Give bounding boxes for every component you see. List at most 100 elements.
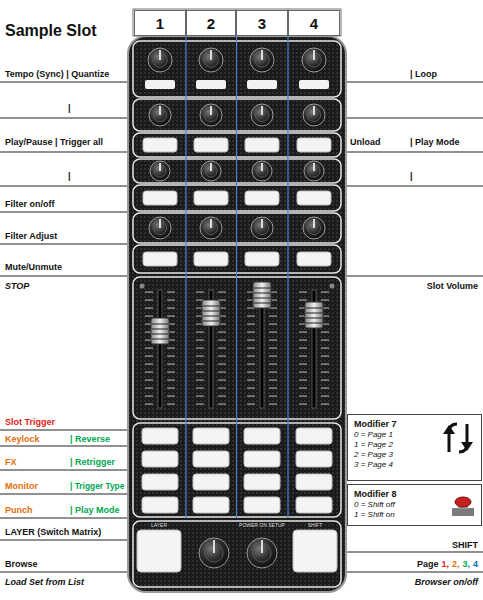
- rotary-knob: [148, 48, 172, 72]
- push-button: [296, 474, 332, 490]
- fader-grip: [254, 298, 270, 299]
- fader-slot: [158, 290, 162, 408]
- fader-grip: [254, 303, 270, 304]
- control-label: Play/Pause | Trigger all: [5, 137, 103, 148]
- rotary-knob: [199, 538, 229, 568]
- fader-tick: [299, 380, 307, 381]
- knob-indicator: [210, 50, 212, 60]
- rotary-knob: [247, 538, 277, 568]
- fader-tick: [196, 340, 204, 341]
- leader-line: [346, 152, 483, 153]
- control-label: Unload: [350, 137, 381, 148]
- push-button: [244, 474, 280, 490]
- fader-grip: [152, 324, 168, 325]
- fader-tick: [167, 388, 175, 389]
- leader-line: [0, 446, 128, 447]
- push-button: [142, 497, 178, 513]
- knob-indicator: [210, 219, 212, 228]
- arrow-head: [443, 425, 455, 434]
- fader-tick: [299, 388, 307, 389]
- fader-tick: [167, 356, 175, 357]
- fader-tick: [321, 396, 329, 397]
- fader-tick: [247, 356, 255, 357]
- fader-tick: [269, 332, 277, 333]
- column-number-box: 1: [134, 10, 186, 36]
- fader-tick: [269, 396, 277, 397]
- modifier-heading: Modifier 8: [354, 488, 475, 500]
- column-number-box: 4: [288, 10, 340, 36]
- push-button: [296, 428, 332, 444]
- control-label: Filter on/off: [5, 199, 55, 210]
- fader-tick: [218, 348, 226, 349]
- knob-indicator: [210, 163, 212, 171]
- fader-grip: [203, 316, 219, 317]
- fader-tick: [247, 332, 255, 333]
- control-label: SHIFT: [452, 540, 478, 551]
- label-strip: [145, 80, 175, 89]
- page-label: Page: [417, 559, 439, 570]
- modifier-heading: Modifier 7: [354, 418, 475, 430]
- fader-tick: [145, 380, 153, 381]
- fader-tick: [269, 324, 277, 325]
- control-label: | Play Mode: [410, 137, 460, 148]
- knob-body: [201, 161, 221, 181]
- knob-body: [149, 217, 171, 239]
- fader-tick: [269, 404, 277, 405]
- push-button: [142, 474, 178, 490]
- fader-tick: [321, 364, 329, 365]
- fader-grip: [254, 293, 270, 294]
- knob-indicator: [313, 219, 315, 228]
- modifier-value: 2 = Page 3: [354, 450, 475, 460]
- fader-cap: [151, 318, 169, 344]
- fader-tick: [196, 332, 204, 333]
- knob-indicator: [159, 219, 161, 228]
- fader-tick: [145, 404, 153, 405]
- fader-tick: [196, 396, 204, 397]
- fader-tick: [247, 380, 255, 381]
- rotary-knob: [303, 217, 325, 239]
- control-label: Slot Volume: [427, 281, 478, 292]
- leader-line: [346, 82, 483, 83]
- fader-tick: [218, 340, 226, 341]
- push-button: [193, 451, 229, 467]
- push-button: [297, 191, 331, 205]
- knob-indicator: [159, 163, 161, 171]
- knob-body: [251, 104, 273, 126]
- control-label: Load Set from List: [5, 577, 84, 588]
- leader-line: [0, 540, 128, 541]
- rotary-knob: [303, 104, 325, 126]
- modifier-value: 0 = Page 1: [354, 430, 475, 440]
- fader-tick: [218, 380, 226, 381]
- fader-tick: [247, 388, 255, 389]
- leader-line: [0, 518, 128, 519]
- knob-indicator: [261, 106, 263, 115]
- fader-tick: [145, 308, 153, 309]
- push-button: [244, 428, 280, 444]
- rotary-knob: [201, 161, 221, 181]
- fader-grip: [152, 334, 168, 335]
- knob-indicator: [261, 219, 263, 228]
- fader-tick: [218, 292, 226, 293]
- fader-tick: [269, 372, 277, 373]
- button-base: [452, 508, 474, 516]
- push-button: [194, 138, 228, 152]
- push-button: [297, 138, 331, 152]
- leader-line: [0, 430, 128, 431]
- fader-tick: [321, 380, 329, 381]
- leader-line: [346, 118, 483, 119]
- control-label: |: [68, 171, 71, 182]
- page-label: 2,: [452, 559, 460, 570]
- knob-body: [149, 104, 171, 126]
- label-strip: [247, 80, 277, 89]
- hardware-marking: LAYER: [151, 522, 167, 528]
- knob-body: [251, 217, 273, 239]
- fader-tick: [218, 404, 226, 405]
- rotary-knob: [149, 104, 171, 126]
- screw: [140, 284, 145, 289]
- knob-indicator: [213, 540, 215, 553]
- fader-tick: [247, 340, 255, 341]
- control-label: |: [410, 171, 413, 182]
- fader-tick: [321, 388, 329, 389]
- fader-tick: [145, 292, 153, 293]
- fader-grip: [203, 321, 219, 322]
